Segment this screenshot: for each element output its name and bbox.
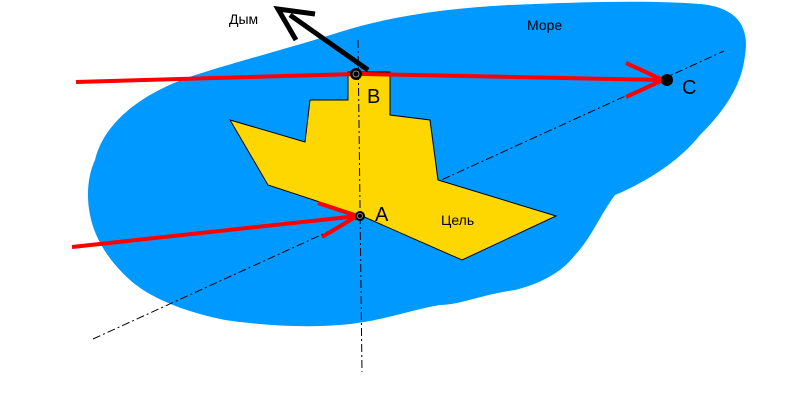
vertical-axis-line bbox=[357, 39, 363, 373]
ship-target-shape bbox=[228, 71, 558, 261]
point-b-marker bbox=[350, 68, 362, 80]
point-a-marker bbox=[355, 211, 365, 221]
point-b-label: B bbox=[367, 86, 380, 108]
diagonal-axis-line bbox=[92, 50, 725, 340]
sea-label: Море bbox=[527, 17, 562, 33]
point-c-marker bbox=[661, 74, 673, 86]
point-c-label: C bbox=[682, 77, 696, 99]
smoke-label: Дым bbox=[229, 11, 258, 27]
target-label: Цель bbox=[441, 212, 474, 228]
ray-to-b bbox=[75, 72, 357, 84]
smoke-arrow bbox=[273, 5, 370, 73]
point-a-label: A bbox=[375, 204, 389, 226]
